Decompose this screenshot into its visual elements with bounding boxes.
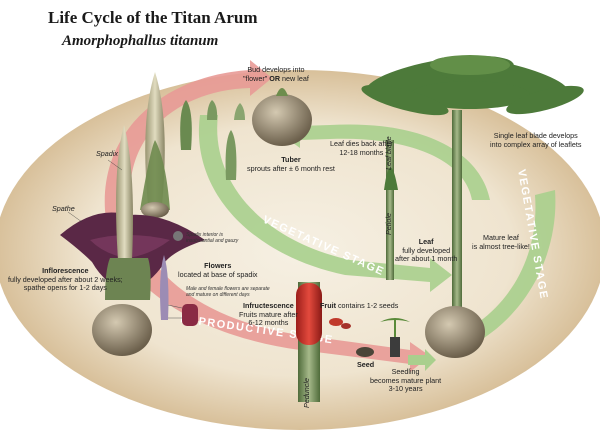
infructescence-desc-line2: 6-12 months [248,318,289,328]
bud-line2-b: new leaf [280,73,309,83]
seedling-line1: Seedling [391,367,420,376]
inflorescence-tuber [92,304,152,356]
page-title: Life Cycle of the Titan Arum [48,8,258,27]
mature-leaf-label: Mature leaf is almost tree-like! [472,233,530,251]
mature-line2: is almost tree-like! [472,241,530,251]
spadix-interior-note: Spadix interior is insubstantial and gau… [186,232,238,244]
seedling-line2: becomes mature plant [370,375,442,385]
flower-pointer-lines [167,304,183,319]
infructescence-desc-line1: Fruits mature after [239,309,298,319]
single-leaf-line1: Single leaf blade develops [493,131,578,140]
single-leaf-line2: into complex array of leaflets [490,139,582,149]
inflorescence-spadix [116,125,133,260]
leaf-title: Leaf [418,237,434,246]
inflorescence-label: Inflorescence fully developed after abou… [8,266,123,293]
flowers-desc: located at base of spadix [178,269,258,279]
seedling-pot [390,337,400,357]
fruit-2 [341,323,351,329]
top-tuber [252,94,312,146]
flowers-label: Flowers located at base of spadix [178,261,258,279]
spathe-pointer [67,211,83,223]
spadix-label: Spadix [96,149,118,158]
fruit-title: Fruit [320,301,336,310]
infructescence-label: Infructescence Fruits mature after 6-12 … [239,301,298,328]
page-subtitle: Amorphophallus titanum [62,33,219,49]
leaf-desc-line2: after about 1 month [395,254,458,264]
fruit-desc: contains 1-2 seeds [335,301,399,310]
young-leaf-blade [384,167,398,190]
mature-leaf-canopy [361,55,584,116]
top-bud [276,88,288,96]
spadix-pointer [107,159,123,171]
tuber-desc: sprouts after ± 6 month rest [247,163,335,173]
bud-stage-1 [180,100,192,150]
peduncle-label: Peduncle [302,378,311,408]
bud-label: Bud develops into "flower" OR new leaf [243,65,309,83]
seed-title: Seed [357,360,375,369]
seed-icon [356,347,374,357]
developing-bract [140,140,170,210]
seedling-label: Seedling becomes mature plant 3-10 years [370,367,442,394]
inflorescence-desc-line1: fully developed after about 2 weeks; [8,274,123,284]
inflorescence-desc-line2: spathe opens for 1-2 days [23,283,107,293]
vegetative-arrow-left [198,115,452,292]
spadix-note-line2: insubstantial and gauzy [186,238,239,244]
seedling-arrow [408,349,436,371]
infructescence-title: Infructescence [242,301,294,310]
leaf-dies-line2: 12-18 months [339,147,384,157]
leaf-label: Leaf fully developed after about 1 month [395,237,458,264]
mature-tuber [425,306,485,358]
flowers-title: Flowers [204,261,232,270]
seedling-line3: 3-10 years [388,384,423,394]
fruit-label: Fruit contains 1-2 seeds [320,301,399,311]
young-petiole [386,140,394,280]
bud-stage-3 [234,103,245,120]
leaf-dies-label: Leaf dies back after 12-18 months [330,139,393,157]
fruit-1 [329,318,343,326]
bud-line2-or: OR [269,73,281,83]
male-female-line1: Male and female flowers are separate [186,286,270,292]
reproductive-arrow [104,70,430,372]
spathe-label: Spathe [52,204,75,213]
leaf-shoot-young [225,130,237,180]
mature-petiole [452,110,462,325]
inflorescence-title: Inflorescence [42,266,89,275]
reproductive-arrow-head [250,60,272,96]
infructescence-fruits [296,283,322,345]
tuber-title: Tuber [281,155,301,164]
leaf-dies-line1: Leaf dies back after [330,139,393,148]
leaf-blade-label: Leaf blade [384,136,393,170]
bud-line1: Bud develops into [247,65,305,74]
spadix-interior-icon [173,231,183,241]
petiole-label: Petiole [384,213,393,235]
mature-line1: Mature leaf [482,233,519,242]
single-leaf-label: Single leaf blade develops into complex … [490,131,582,149]
seed-label: Seed [357,360,375,370]
flower-cluster [182,304,198,326]
seedling-leaves [380,318,410,322]
male-female-note: Male and female flowers are separate and… [186,286,270,298]
tuber-label: Tuber sprouts after ± 6 month rest [247,155,335,173]
bud-line2-a: "flower" [243,73,270,83]
leaf-desc-line1: fully developed [402,245,451,255]
inflorescence-base [105,258,151,300]
male-female-line2: and mature on different days [186,292,250,298]
bud-stage-2 [207,100,218,120]
spadix-note-line1: Spadix interior is [186,232,223,238]
vegetative-arrow-top [278,116,490,200]
developing-tuber [141,202,169,218]
flower-cutaway-spadix [160,255,169,320]
